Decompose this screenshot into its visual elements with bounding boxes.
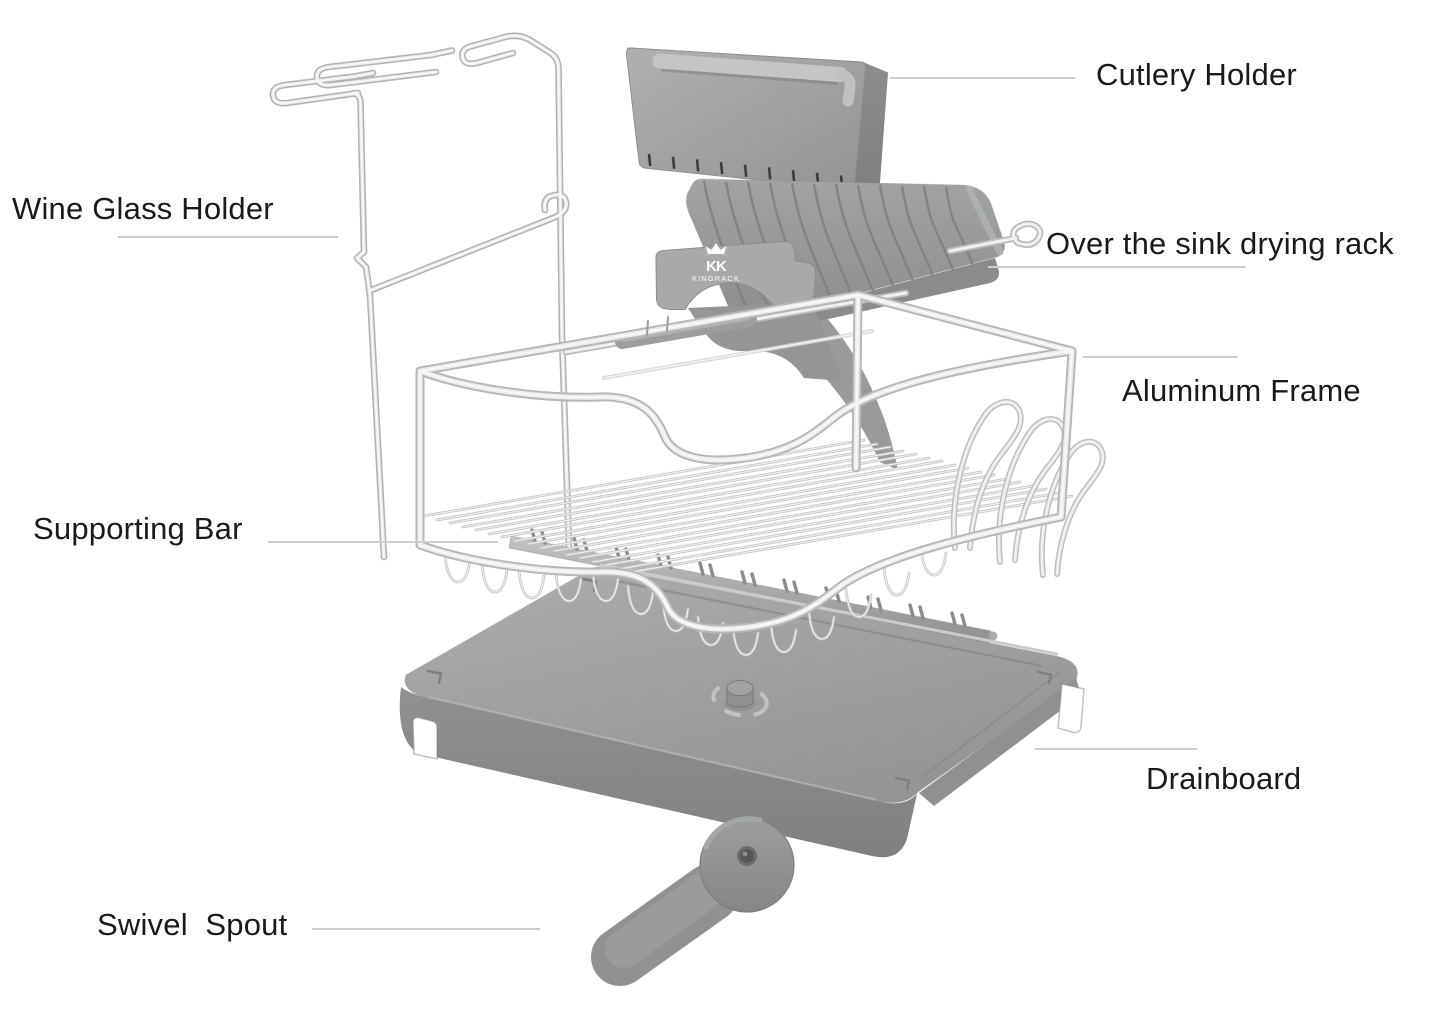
label-swivel-spout: Swivel Spout xyxy=(97,907,288,942)
cutlery-handle xyxy=(652,53,848,82)
brand-logo: KK KINGRACK xyxy=(692,243,740,283)
label-supporting-bar: Supporting Bar xyxy=(33,511,243,546)
leader-cutlery-holder xyxy=(890,77,1075,79)
cutlery-handle-end xyxy=(834,69,856,107)
supporting-bar-end xyxy=(988,631,998,641)
drainboard-part xyxy=(399,563,1085,858)
supporting-bar-prongs xyxy=(530,528,967,628)
leader-wine-glass-holder xyxy=(118,236,338,238)
drainboard-back-lip xyxy=(599,563,1059,656)
leader-drainboard xyxy=(1035,748,1197,750)
drainboard-spout-notch xyxy=(412,716,438,760)
drainboard-front-edge-highlight xyxy=(428,696,878,801)
cutlery-handle-shadow xyxy=(660,68,839,85)
brand-monogram: KK xyxy=(706,258,727,275)
drainboard-front-wall xyxy=(399,687,917,858)
basket-hanger-pins xyxy=(646,316,669,336)
label-wine-glass-holder: Wine Glass Holder xyxy=(12,191,274,226)
label-aluminum-frame: Aluminum Frame xyxy=(1122,373,1361,408)
drainboard-inner-shadow-right xyxy=(921,671,1061,778)
label-over-sink-drying-rack: Over the sink drying rack xyxy=(1046,226,1394,261)
drain-knob-top xyxy=(726,680,754,696)
crown-icon xyxy=(705,243,727,254)
spout-handle-highlight xyxy=(605,871,725,968)
cutlery-holder-part xyxy=(625,47,889,196)
leader-supporting-bar xyxy=(268,541,498,543)
label-cutlery-holder: Cutlery Holder xyxy=(1096,57,1297,92)
leader-swivel-spout xyxy=(312,928,540,930)
brand-text: KINGRACK xyxy=(692,274,740,283)
aluminum-frame-part xyxy=(420,295,1103,657)
drainboard-inner-shadow-back xyxy=(616,580,1043,667)
spout-head-highlight xyxy=(703,816,763,850)
drainboard-right-notch xyxy=(1057,683,1085,734)
label-drainboard: Drainboard xyxy=(1146,761,1302,796)
leader-over-sink-drying-rack xyxy=(988,266,1246,268)
leader-aluminum-frame xyxy=(1083,356,1238,358)
spout-pivot-dot xyxy=(742,851,748,857)
swivel-spout-part xyxy=(591,816,795,986)
drainboard-right-wall xyxy=(919,678,1081,806)
